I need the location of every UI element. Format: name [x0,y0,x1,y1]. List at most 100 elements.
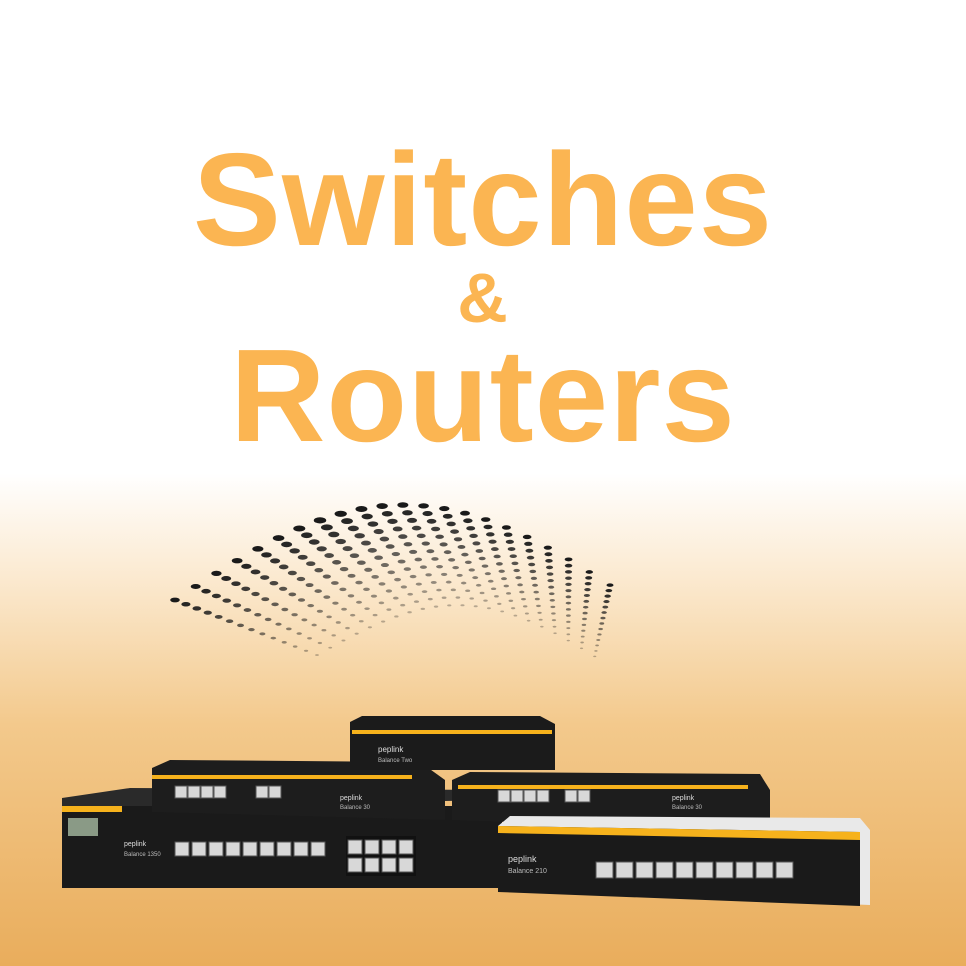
signal-dot [478,556,486,561]
signal-dot [355,506,368,512]
signal-dot [385,544,395,549]
signal-dot [585,576,593,580]
device-brand-30-right: peplink [672,795,695,802]
signal-dot [445,580,452,584]
ethernet-port [775,861,794,879]
signal-dot [551,612,556,615]
signal-dot [403,542,413,547]
device-model-30-right: Balance 30 [672,805,703,811]
signal-dot [372,613,378,617]
signal-dot [509,554,517,559]
signal-dot [533,590,539,594]
signal-dot [431,557,439,561]
signal-dot [254,612,262,617]
signal-dot [394,615,399,618]
ethernet-port [347,857,363,873]
ethernet-port [715,861,734,879]
signal-dot [503,532,513,537]
signal-dot [341,518,353,525]
signal-dot [448,558,456,562]
signal-dot [545,558,553,563]
ethernet-port [755,861,774,879]
signal-dot [526,619,531,622]
signal-dot [603,600,610,604]
signal-dot [461,552,469,557]
signal-dot [211,593,221,599]
signal-dot [600,616,606,620]
signal-dot [264,617,272,622]
signal-dot [385,589,393,593]
signal-dot [439,542,448,547]
signal-dot [580,635,585,638]
signal-dot [356,600,362,604]
signal-dot [243,608,252,612]
signal-dot [511,561,519,566]
signal-dot [378,601,385,605]
signal-dot [281,641,287,644]
signal-dot [596,638,601,641]
signal-dot [269,580,279,586]
signal-dot [582,617,587,621]
signal-dot [598,627,603,631]
signal-dot [361,540,371,546]
signal-dot [604,594,611,598]
signal-dot [221,576,232,582]
signal-dot [192,606,202,611]
signal-dot [421,590,428,593]
signal-dot [584,582,592,586]
signal-dot [425,573,432,577]
signal-dot [513,614,518,617]
signal-dot [552,625,557,628]
signal-dot [522,605,528,608]
signal-dot [211,570,222,576]
signal-dot [597,633,602,636]
signal-dot [407,592,414,596]
signal-dot [543,545,552,550]
ethernet-port [174,841,190,857]
signal-dot [281,607,289,612]
signal-dot [339,587,347,592]
signal-dot [479,591,485,595]
signal-dot [419,565,427,569]
signal-dot [513,568,520,573]
signal-dot [190,584,201,590]
signal-dot [411,525,422,531]
ethernet-port [174,785,188,799]
signal-dot [472,541,481,546]
signal-dot [468,568,475,572]
device-brand-30-left: peplink [340,795,363,802]
signal-dot [464,560,472,564]
signal-dot [332,601,339,605]
signal-dot [403,567,411,571]
signal-dot [463,518,473,524]
signal-dot [566,620,571,623]
signal-dot [335,621,341,624]
device-model-30-left: Balance 30 [340,805,371,811]
signal-dot [519,590,525,594]
signal-dot [415,582,422,586]
signal-dot [289,548,300,554]
signal-dot [508,599,514,602]
signal-dot [170,597,180,603]
signal-dot [442,513,453,519]
signal-dot [435,534,444,539]
signal-dot [496,562,503,566]
signal-dot [457,544,466,549]
signal-dot [376,503,388,509]
signal-dot [472,576,479,580]
signal-dot [483,524,493,530]
signal-dot [517,583,523,587]
signal-dot [581,623,587,626]
signal-dot [606,583,614,587]
ethernet-port [398,857,414,873]
signal-dot [379,536,390,542]
signal-dot [320,524,333,531]
signal-dot [181,601,191,607]
signal-dot [367,548,377,553]
signal-dot [524,612,529,615]
ethernet-port [208,841,224,857]
signal-dot [321,628,327,632]
ethernet-port [381,839,397,855]
signal-dot [532,583,538,587]
device-balance-two: peplink Balance Two [350,716,555,770]
